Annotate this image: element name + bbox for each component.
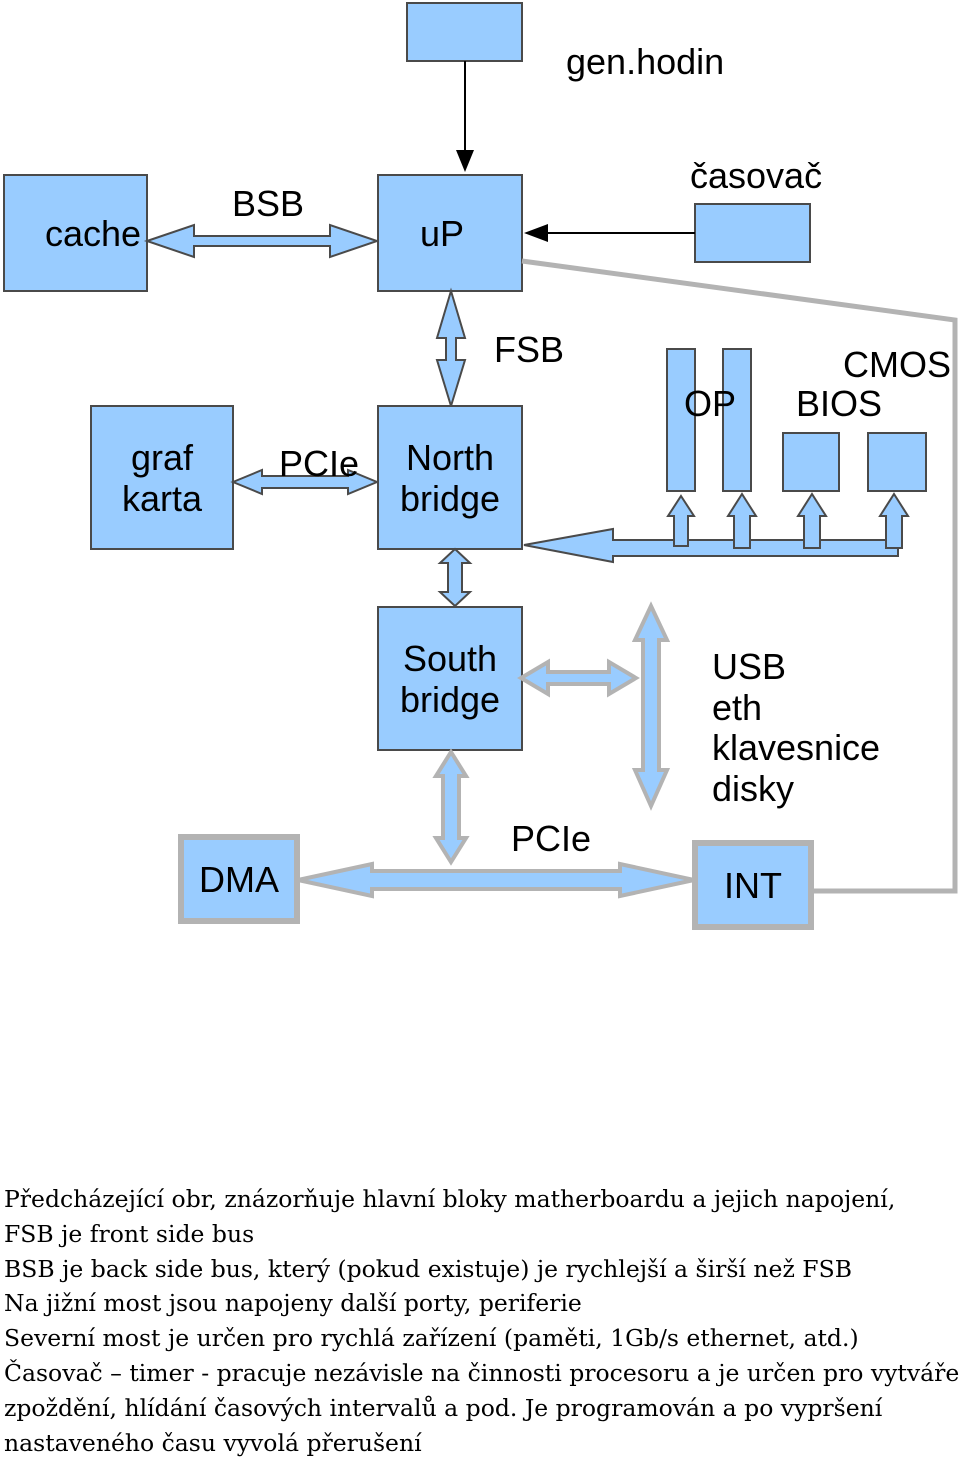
caption-line: nastaveného času vyvolá přerušení — [4, 1428, 422, 1457]
cache-label: cache — [45, 213, 141, 254]
motherboard-block-diagram: gen.hodin časovač cache BSB uP FSB OP CM… — [3, 2, 958, 930]
op-module-2 — [722, 348, 752, 492]
usb-label: USB — [712, 646, 786, 687]
bios-arrow — [878, 492, 910, 549]
dma-label: DMA — [199, 859, 279, 900]
south-bridge-label: bridge — [400, 679, 500, 720]
graphics-card-block — [90, 405, 234, 550]
cpu-block — [377, 174, 523, 292]
dma-block — [178, 834, 300, 924]
timer-block — [694, 203, 811, 263]
caption-line: FSB je front side bus — [4, 1219, 255, 1248]
north-south-arrow — [437, 547, 473, 608]
fsb-label: FSB — [494, 329, 564, 370]
bsb-arrow — [143, 223, 381, 259]
peripherals-vertical-arrow — [631, 601, 671, 811]
bios-label: BIOS — [796, 383, 882, 424]
caption-line: Na jižní most jsou napojeny další porty,… — [4, 1289, 582, 1318]
op-module-1 — [666, 348, 696, 492]
pcie-bus-arrow — [297, 861, 695, 899]
op-label: OP — [684, 383, 736, 424]
karta-label: karta — [122, 478, 203, 519]
memory-bus-arrow — [523, 527, 899, 564]
south-bridge-block — [377, 606, 523, 751]
north-label: North — [406, 437, 494, 478]
north-bridge-label: bridge — [400, 478, 500, 519]
cmos-chip — [782, 432, 840, 492]
gen-hodin-label: gen.hodin — [566, 41, 724, 82]
caption-line: Časovač – timer - pracuje nezávisle na č… — [4, 1358, 960, 1387]
bios-chip — [867, 432, 927, 492]
op-1-arrow — [666, 494, 696, 547]
disky-label: disky — [712, 768, 794, 809]
cmos-label: CMOS — [843, 344, 951, 385]
north-bridge-block — [377, 405, 523, 550]
int-block — [692, 840, 814, 930]
caption-line: zpoždění, hlídání časových intervalů a p… — [4, 1393, 883, 1422]
caption-text: Předcházející obr, znázorňuje hlavní blo… — [4, 1182, 960, 1460]
cmos-arrow — [796, 492, 828, 549]
eth-label: eth — [712, 687, 762, 728]
caption-line: Předcházející obr, znázorňuje hlavní blo… — [4, 1185, 896, 1213]
interrupt-line — [521, 258, 958, 894]
clock-generator-block — [406, 2, 523, 62]
casovac-label: časovač — [690, 155, 822, 196]
op-2-arrow — [726, 492, 758, 549]
caption-line: Severní most je určen pro rychlá zařízen… — [4, 1324, 859, 1353]
timer-arrowhead — [524, 224, 548, 242]
south-label: South — [403, 638, 497, 679]
up-label: uP — [420, 213, 464, 254]
graf-label: graf — [131, 437, 194, 478]
caption-line: BSB je back side bus, který (pokud exist… — [4, 1254, 852, 1283]
klavesnice-label: klavesnice — [712, 727, 880, 768]
clock-arrowhead — [456, 150, 474, 172]
pcie-top-label: PCIe — [279, 443, 359, 484]
peripherals-arrow — [517, 658, 640, 698]
bsb-label: BSB — [232, 183, 304, 224]
fsb-arrow — [435, 287, 467, 410]
south-pcie-arrow — [432, 748, 470, 866]
cache-block — [3, 174, 148, 292]
int-label: INT — [724, 865, 782, 906]
pcie-bottom-label: PCIe — [511, 818, 591, 859]
